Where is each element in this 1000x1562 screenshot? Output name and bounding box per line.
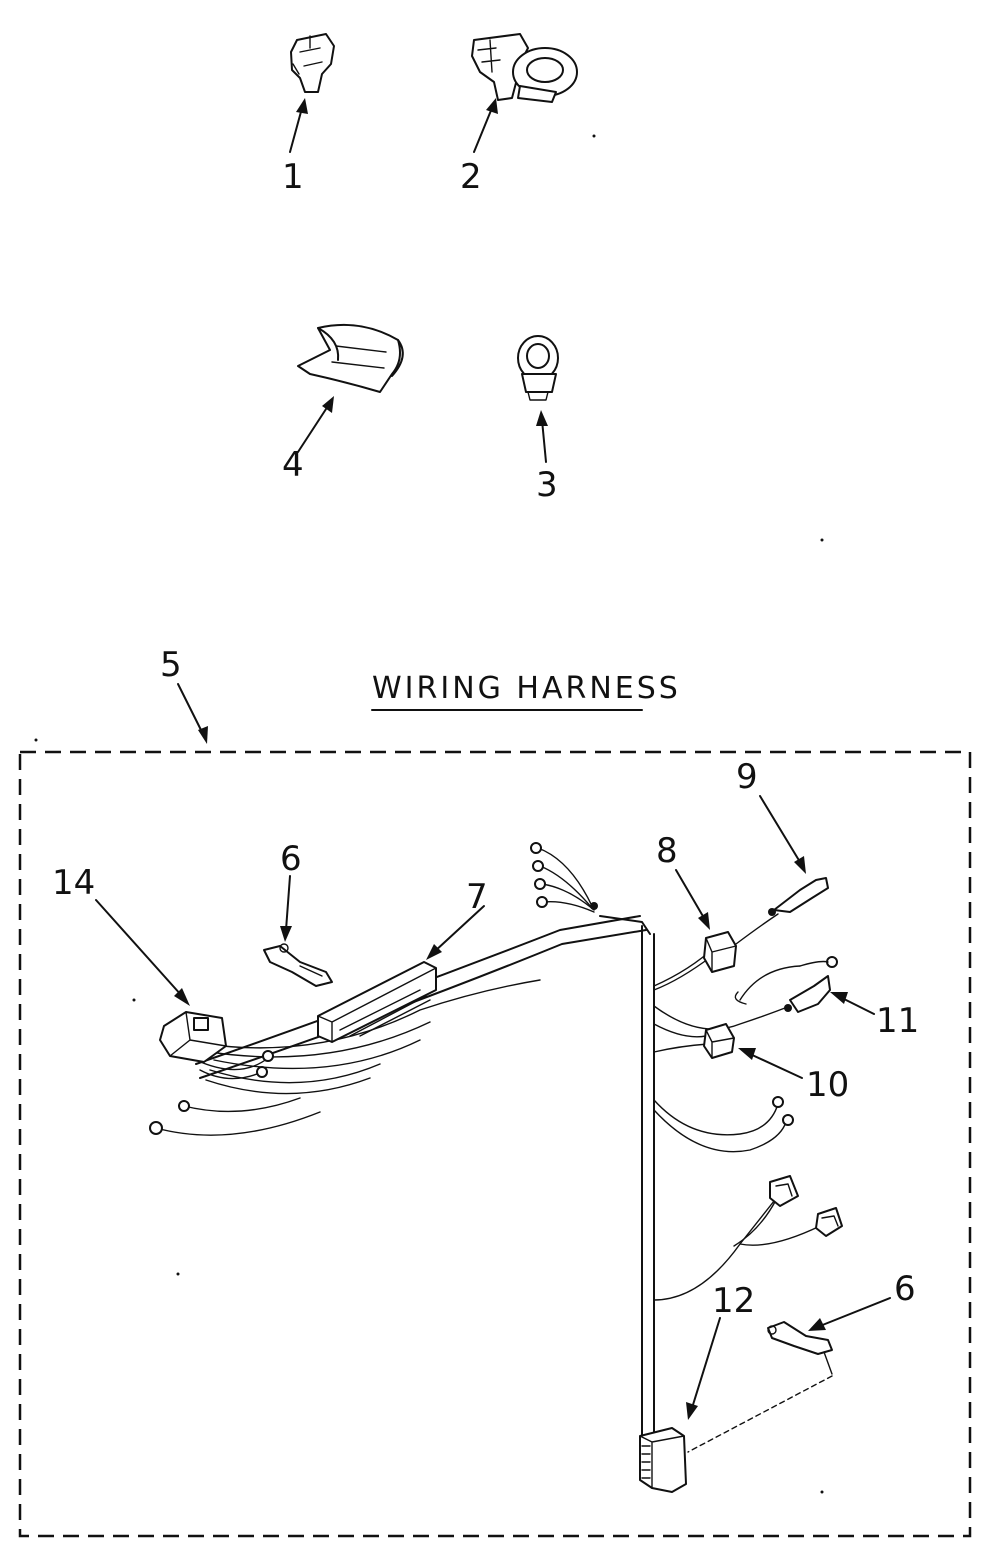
scan-speck <box>592 134 596 138</box>
callout-5: 5 <box>160 645 182 685</box>
diagram-title: WIRING HARNESS <box>372 671 681 706</box>
callout-11-arrow <box>830 992 875 1015</box>
callout-7: 7 <box>466 877 488 917</box>
scan-speck <box>176 1272 180 1276</box>
part-3-ring-clip <box>517 335 559 401</box>
callout-5-arrow <box>177 683 208 744</box>
callout-10: 10 <box>806 1065 849 1105</box>
callout-3-arrow <box>536 410 548 463</box>
callout-12-arrow <box>686 1317 721 1420</box>
callout-2-arrow <box>473 98 498 153</box>
part-2-bracket <box>471 33 578 103</box>
wiring-harness-boundary <box>18 750 972 1538</box>
callout-4: 4 <box>282 445 304 485</box>
callout-3: 3 <box>536 465 558 505</box>
callout-8: 8 <box>656 831 678 871</box>
callout-14: 14 <box>52 863 95 903</box>
callout-1: 1 <box>282 157 304 197</box>
callout-11: 11 <box>876 1001 919 1041</box>
callout-9-arrow <box>759 795 806 874</box>
part-4-shield <box>297 323 404 393</box>
callout-7-arrow <box>426 905 485 960</box>
callout-9: 9 <box>736 757 758 797</box>
callout-1-arrow <box>289 98 308 153</box>
callout-8-arrow <box>675 869 710 930</box>
wiring-harness <box>149 842 843 1493</box>
scan-speck <box>34 738 38 742</box>
callout-6-lower: 6 <box>894 1269 916 1309</box>
callout-14-arrow <box>95 899 190 1006</box>
scan-speck <box>132 998 136 1002</box>
callout-6-upper-arrow <box>280 875 292 942</box>
callout-2: 2 <box>460 157 482 197</box>
scan-speck <box>820 538 824 542</box>
callout-4-arrow <box>297 396 334 453</box>
scan-speck <box>820 1490 824 1494</box>
part-1-clip <box>290 33 335 93</box>
callout-10-arrow <box>738 1048 803 1079</box>
callout-6-lower-arrow <box>808 1297 891 1331</box>
callout-12: 12 <box>712 1281 755 1321</box>
callout-6-upper: 6 <box>280 839 302 879</box>
